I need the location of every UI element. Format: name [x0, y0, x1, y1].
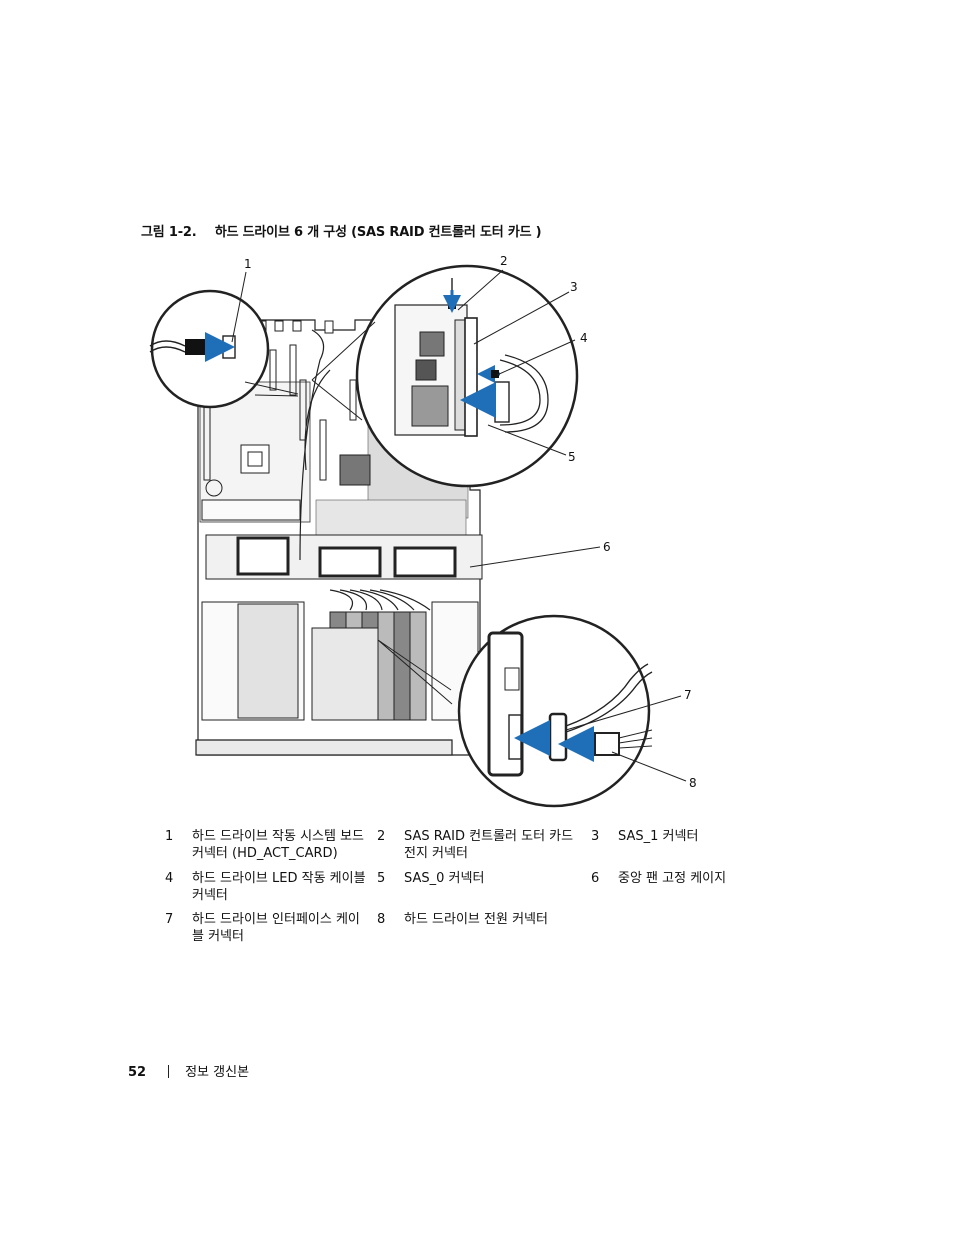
legend-text: 하드 드라이브 인터페이스 케이블 커넥터: [192, 912, 360, 944]
detail-drive-connectors: [377, 614, 653, 808]
section-title: 정보 갱신본: [185, 1065, 250, 1080]
legend-item: 3 SAS_1 커넥터: [591, 828, 793, 845]
legend-number: 1: [165, 829, 174, 844]
callout-6: 6: [603, 540, 611, 554]
legend-item: 4 하드 드라이브 LED 작동 케이블 커넥터: [165, 870, 367, 904]
legend-item: 8 하드 드라이브 전원 커넥터: [377, 911, 579, 928]
callout-4: 4: [580, 331, 588, 345]
processor-socket: [240, 444, 270, 474]
detail-hd-act-card: [149, 289, 299, 409]
callout-7: 7: [684, 688, 692, 702]
figure-title: 하드 드라이브 6 개 구성 (SAS RAID 컨트롤러 도터 카드 ): [214, 225, 542, 240]
page-footer: 52 정보 갱신본: [128, 1061, 249, 1080]
legend-item: 6 중앙 팬 고정 케이지: [591, 870, 793, 887]
legend-text: 하드 드라이브 LED 작동 케이블 커넥터: [192, 871, 366, 903]
legend-number: 3: [591, 829, 600, 844]
hard-drive-bay: [201, 601, 479, 721]
figure-caption: 그림 1-2. 하드 드라이브 6 개 구성 (SAS RAID 컨트롤러 도터…: [141, 221, 542, 240]
legend-item: 2 SAS RAID 컨트롤러 도터 카드 전지 커넥터: [377, 828, 579, 862]
figure-label: 그림 1-2.: [141, 225, 197, 240]
detail-raid-controller: [311, 264, 579, 488]
callout-1: 1: [244, 257, 252, 271]
legend-number: 4: [165, 871, 174, 886]
legend-item: 7 하드 드라이브 인터페이스 케이블 커넥터: [165, 911, 367, 945]
legend-text: SAS_0 커넥터: [404, 871, 485, 886]
central-fan-cage: [205, 534, 483, 580]
legend-text: 하드 드라이브 작동 시스템 보드 커넥터 (HD_ACT_CARD): [192, 829, 365, 861]
legend-text: SAS_1 커넥터: [618, 829, 699, 844]
legend-number: 8: [377, 912, 386, 927]
legend-text: SAS RAID 컨트롤러 도터 카드 전지 커넥터: [404, 829, 574, 861]
legend-number: 7: [165, 912, 174, 927]
legend-number: 6: [591, 871, 600, 886]
legend-item: 1 하드 드라이브 작동 시스템 보드 커넥터 (HD_ACT_CARD): [165, 828, 367, 862]
footer-divider: [168, 1065, 170, 1078]
page-number: 52: [128, 1065, 147, 1080]
legend-text: 하드 드라이브 전원 커넥터: [404, 912, 548, 927]
callout-3: 3: [570, 280, 578, 294]
legend-item: 5 SAS_0 커넥터: [377, 870, 579, 887]
legend-number: 5: [377, 871, 386, 886]
callout-5: 5: [568, 450, 576, 464]
legend-text: 중앙 팬 고정 케이지: [618, 871, 727, 886]
callout-2: 2: [500, 254, 508, 268]
callout-8: 8: [689, 776, 697, 790]
legend-number: 2: [377, 829, 386, 844]
